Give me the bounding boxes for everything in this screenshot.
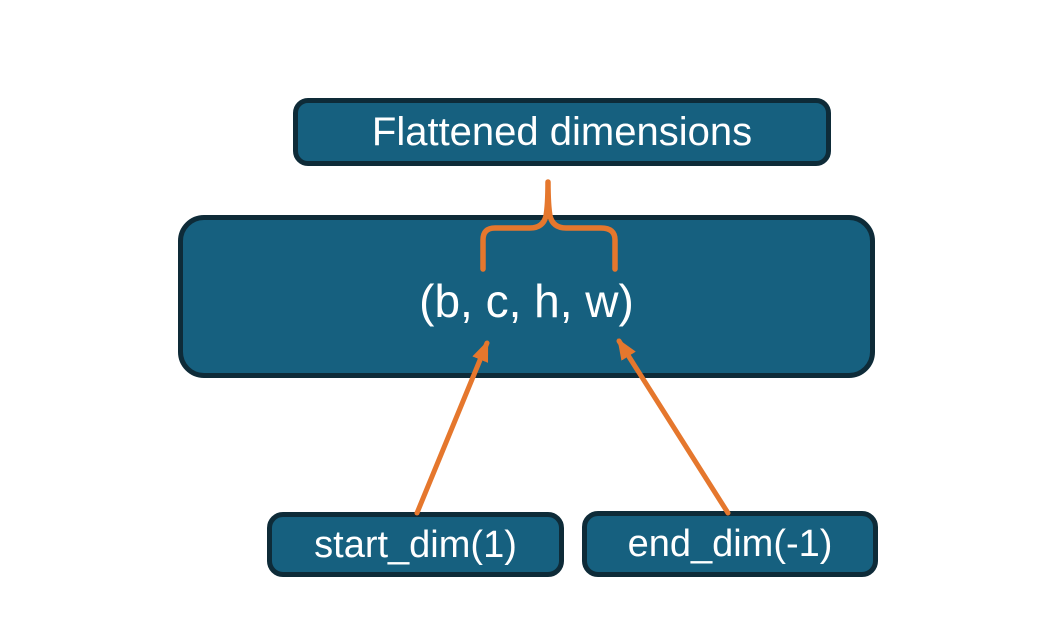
start-dim-label: start_dim(1) bbox=[314, 523, 517, 566]
flattened-dimensions-box: Flattened dimensions bbox=[293, 98, 831, 166]
tensor-shape-label: (b, c, h, w) bbox=[419, 274, 634, 327]
tensor-shape-box: (b, c, h, w) bbox=[178, 215, 875, 378]
end-dim-box: end_dim(-1) bbox=[582, 511, 878, 577]
end-dim-label: end_dim(-1) bbox=[627, 523, 833, 565]
flattened-dimensions-label: Flattened dimensions bbox=[371, 110, 753, 154]
start-dim-box: start_dim(1) bbox=[267, 512, 564, 577]
